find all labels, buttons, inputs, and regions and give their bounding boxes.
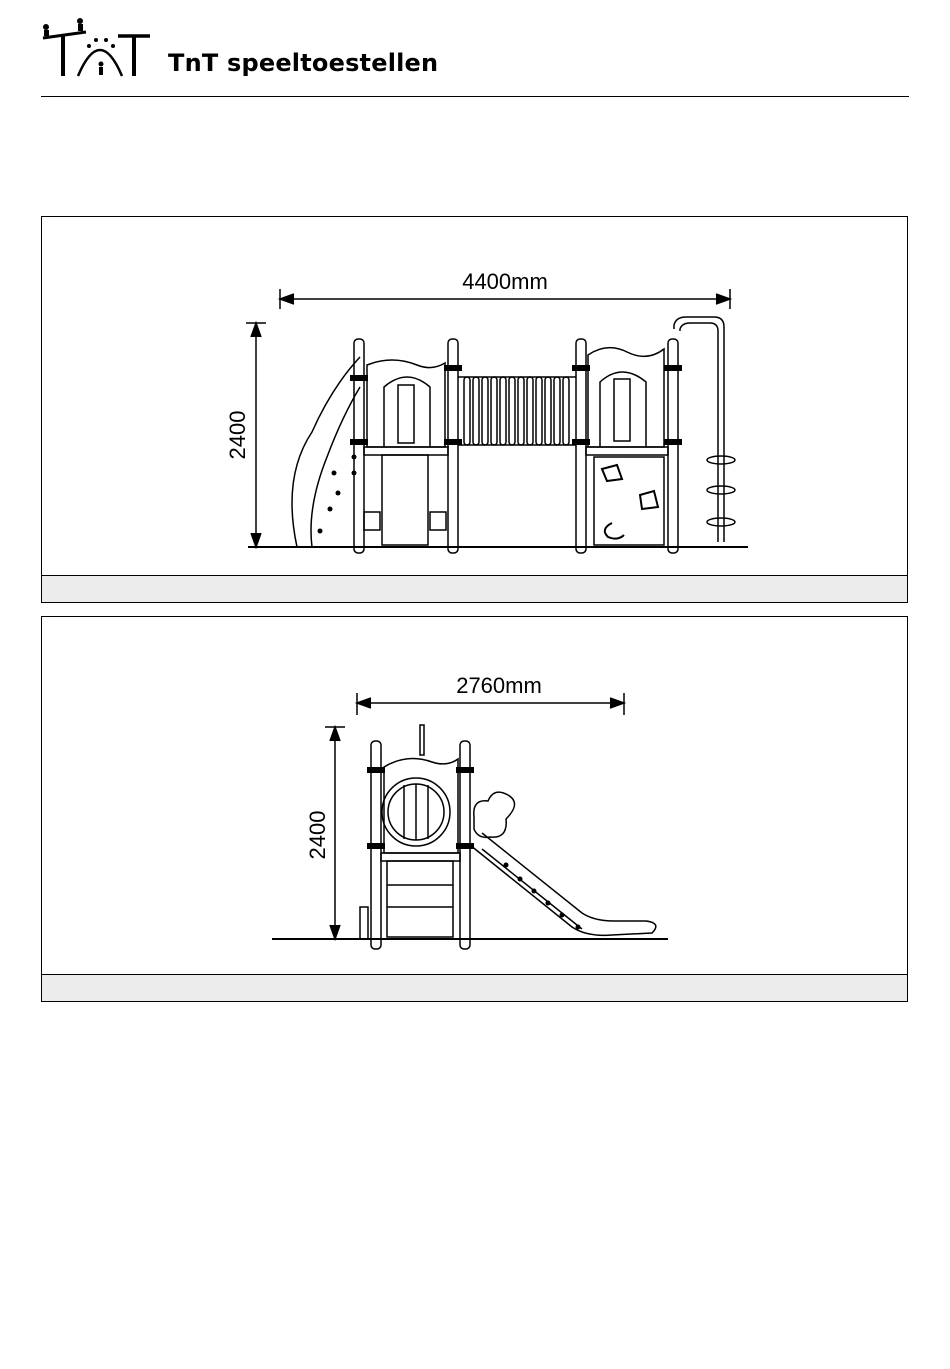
tunnel-slat [482,377,488,445]
tunnel-slat [464,377,470,445]
tunnel-slat [491,377,497,445]
tnt-logo-icon [40,16,155,82]
side-view-panel: 2760mm 2400 [41,616,908,1002]
front-width-dimension: 4400mm [462,269,548,294]
front-view-panel: 4400mm 2400 [41,216,908,603]
playground-front-elevation-drawing: 4400mm 2400 [42,217,909,577]
side-height-dimension: 2400 [305,811,330,860]
header-divider [41,96,909,97]
brand-name: TnT speeltoestellen [168,49,438,77]
tunnel-slat [554,377,560,445]
side-view-caption-bar [42,974,907,1001]
front-view-caption-bar [42,575,907,602]
tunnel-slat [545,377,551,445]
front-height-dimension: 2400 [225,411,250,460]
tunnel-slat [563,377,569,445]
playground-side-elevation-drawing: 2760mm 2400 [42,617,909,975]
side-width-dimension: 2760mm [456,673,542,698]
tunnel-slat [509,377,515,445]
tunnel-slat [500,377,506,445]
tunnel-slat [518,377,524,445]
tunnel-slat [536,377,542,445]
tunnel-slat [473,377,479,445]
tunnel-slat [527,377,533,445]
